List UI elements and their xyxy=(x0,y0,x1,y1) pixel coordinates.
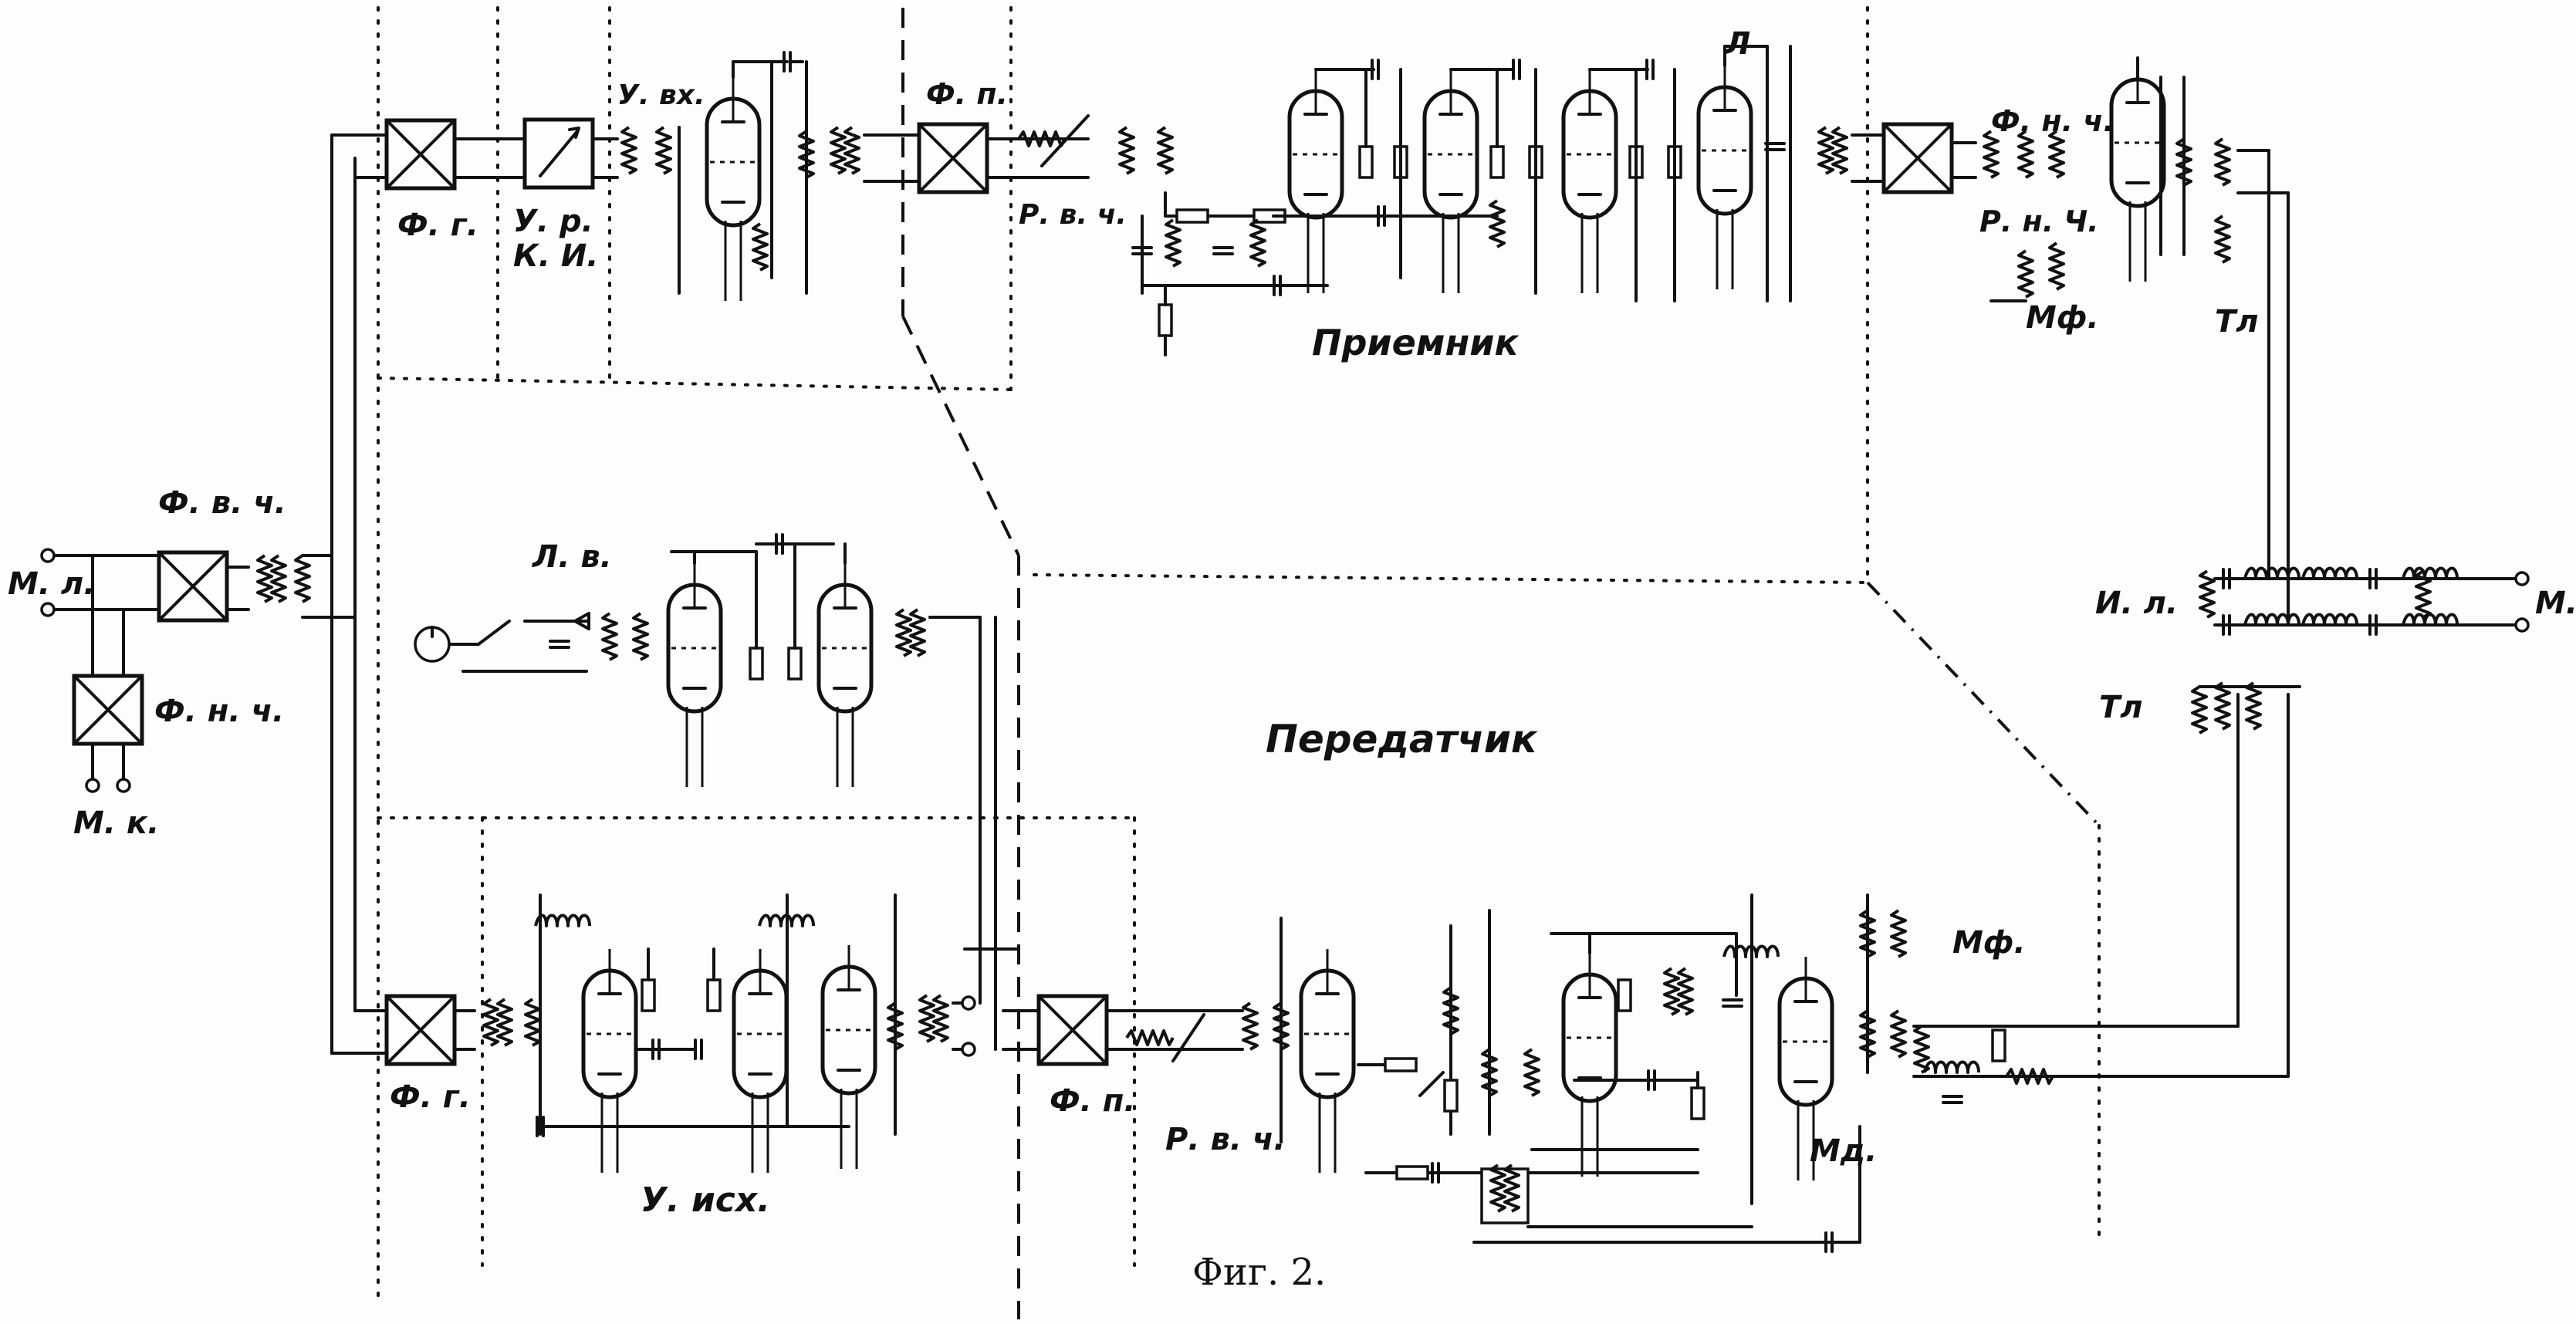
figure-caption: Фиг. 2. xyxy=(1192,1251,1326,1294)
section-boundaries xyxy=(377,6,2101,1319)
label-ml: М. л. xyxy=(8,566,95,602)
label-uisch: У. исх. xyxy=(641,1180,770,1220)
receiver-section xyxy=(387,45,2290,627)
label-lv: Л. в. xyxy=(532,539,612,575)
call-line-section xyxy=(414,533,997,958)
label-fnch-right: Ф. н. ч. xyxy=(1991,104,2115,138)
label-fg-top: Ф. г. xyxy=(397,208,478,243)
fp-bottom-block xyxy=(1039,996,1107,1064)
label-fnch: Ф. н. ч. xyxy=(154,694,284,729)
fg-bottom-block xyxy=(387,996,455,1064)
line-input xyxy=(40,548,357,793)
label-tl-bottom: Тл xyxy=(2099,690,2143,725)
label-uvh: У. вх. xyxy=(617,79,705,111)
label-mk-right: М. к xyxy=(2535,586,2576,621)
right-line-section xyxy=(2191,566,2530,1078)
label-priemnik: Приемник xyxy=(1312,322,1520,363)
label-peredatchik: Передатчик xyxy=(1266,717,1538,762)
label-fvch: Ф. в. ч. xyxy=(158,485,286,521)
left-bus xyxy=(330,133,387,1055)
fg-top-block xyxy=(387,120,455,188)
label-mk-left: М. к. xyxy=(73,806,159,841)
label-md: Мд. xyxy=(1810,1133,1877,1169)
label-fg-bottom: Ф. г. xyxy=(390,1079,471,1115)
lf-filter-block xyxy=(74,676,142,744)
label-rvch-bottom: Р. в. ч. xyxy=(1165,1122,1286,1157)
label-ki: К. И. xyxy=(513,238,599,274)
fp-top-block xyxy=(919,124,987,192)
label-rvch-top: Р. в. ч. xyxy=(1019,199,1127,231)
label-mf-bottom: Мф. xyxy=(1952,925,2026,961)
label-l-top: Л xyxy=(1724,26,1750,62)
label-il: И. л. xyxy=(2095,586,2178,621)
fnch-right-block xyxy=(1884,124,1952,192)
hf-filter-block xyxy=(159,552,227,620)
label-tl-top: Тл xyxy=(2215,304,2259,339)
diagram-labels: М. л. Ф. в. ч. Ф. н. ч. М. к. Ф. г. У. р… xyxy=(8,26,2576,1294)
transmitter-section xyxy=(387,893,2290,1253)
label-fp-top: Ф. п. xyxy=(926,77,1008,111)
label-fp-bottom: Ф. п. xyxy=(1050,1083,1136,1119)
label-rnch: Р. н. Ч. xyxy=(1979,204,2099,238)
label-mf-top: Мф. xyxy=(2026,300,2099,336)
label-ur: У. р. xyxy=(513,204,593,239)
